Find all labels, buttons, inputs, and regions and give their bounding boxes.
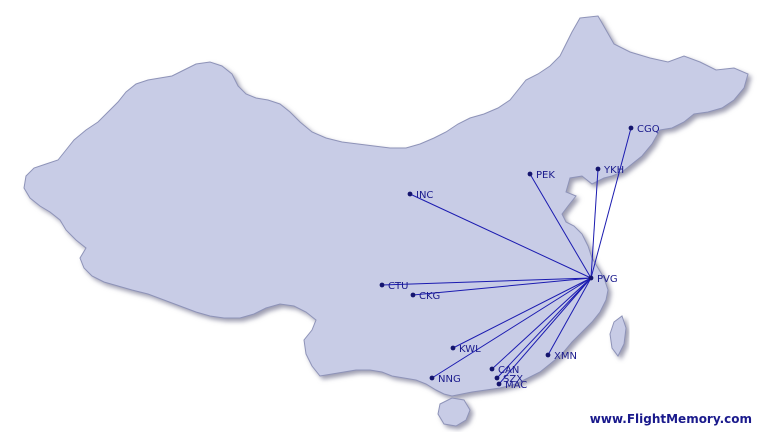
- route-pvg-can: [491, 277, 592, 370]
- airport-dot-kwl: [450, 345, 456, 351]
- airport-dot-ctu: [379, 282, 385, 288]
- route-pvg-szx: [496, 277, 592, 379]
- airport-label-nng: NNG: [438, 374, 461, 385]
- route-pvg-nng: [431, 277, 592, 379]
- route-pvg-ctu: [381, 277, 592, 286]
- airport-label-pek: PEK: [536, 170, 555, 181]
- airport-label-mac: MAC: [505, 380, 527, 391]
- airport-label-pvg: PVG: [597, 274, 618, 285]
- airport-dot-pek: [527, 171, 533, 177]
- route-pvg-mac: [498, 277, 592, 385]
- route-pvg-inc: [409, 193, 592, 279]
- airport-label-ctu: CTU: [388, 281, 408, 292]
- airport-dot-pvg: [588, 275, 594, 281]
- route-pvg-pek: [529, 173, 592, 279]
- airport-dot-mac: [496, 381, 502, 387]
- hainan-island-shape: [437, 397, 471, 427]
- airport-dot-ckg: [410, 292, 416, 298]
- route-pvg-ykh: [590, 168, 599, 279]
- flightmemory-watermark: www.FlightMemory.com: [589, 412, 752, 426]
- airport-dot-inc: [407, 191, 413, 197]
- airport-label-ykh: YKH: [603, 165, 624, 176]
- route-pvg-ckg: [412, 277, 592, 296]
- route-pvg-kwl: [452, 277, 592, 349]
- route-pvg-cgq: [590, 127, 632, 279]
- airport-label-ckg: CKG: [419, 291, 440, 302]
- airport-dot-nng: [429, 375, 435, 381]
- airport-dot-szx: [494, 375, 500, 381]
- route-lines: [381, 127, 632, 385]
- airport-label-cgq: CGQ: [637, 124, 660, 135]
- airport-dot-can: [489, 366, 495, 372]
- airport-dot-cgq: [628, 125, 634, 131]
- airport-label-kwl: KWL: [459, 344, 481, 355]
- airport-label-szx: SZX: [503, 374, 523, 385]
- airport-label-can: CAN: [498, 365, 519, 376]
- china-mainland-shape: [23, 15, 749, 397]
- airport-dot-ykh: [595, 166, 601, 172]
- airport-label-inc: INC: [416, 190, 433, 201]
- taiwan-island-shape: [609, 315, 627, 357]
- airport-label-xmn: XMN: [554, 351, 577, 362]
- route-pvg-xmn: [547, 277, 592, 356]
- airport-dot-xmn: [545, 352, 551, 358]
